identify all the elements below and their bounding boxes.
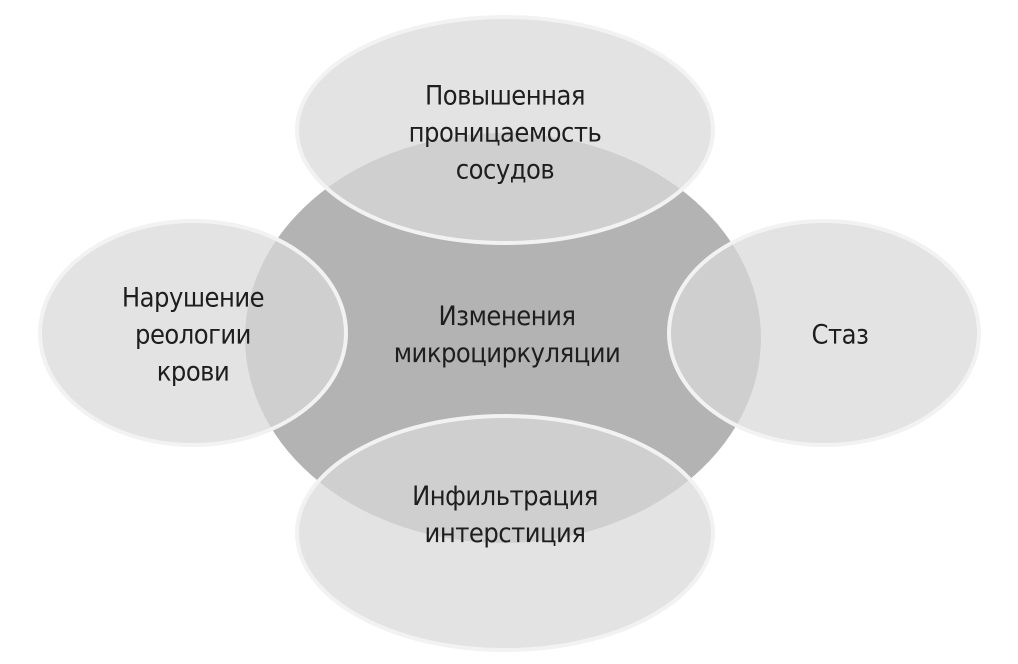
label-line: проницаемость (408, 117, 602, 149)
node-left-label: Нарушение реологии крови (121, 280, 265, 391)
node-right-label: Стаз (812, 317, 869, 354)
center-label: Изменения микроциркуляции (394, 298, 621, 372)
label-line: Нарушение (121, 282, 265, 314)
label-line: Изменения (438, 301, 576, 332)
label-line: крови (156, 356, 230, 388)
label-line: Стаз (811, 319, 869, 351)
label-line: интерстиция (424, 518, 586, 549)
node-left-ellipse (38, 219, 348, 447)
label-line: реологии (135, 319, 251, 351)
node-top-ellipse (295, 15, 715, 245)
node-top-label: Повышенная проницаемость сосудов (409, 78, 602, 189)
label-line: Повышенная (424, 80, 586, 112)
node-bottom-label: Инфильтрация интерстиция (412, 478, 598, 552)
node-bottom-ellipse (295, 414, 715, 652)
label-line: Инфильтрация (412, 481, 598, 512)
label-line: сосудов (455, 154, 555, 186)
label-line: микроциркуляции (393, 338, 621, 369)
node-right-ellipse (667, 219, 981, 447)
